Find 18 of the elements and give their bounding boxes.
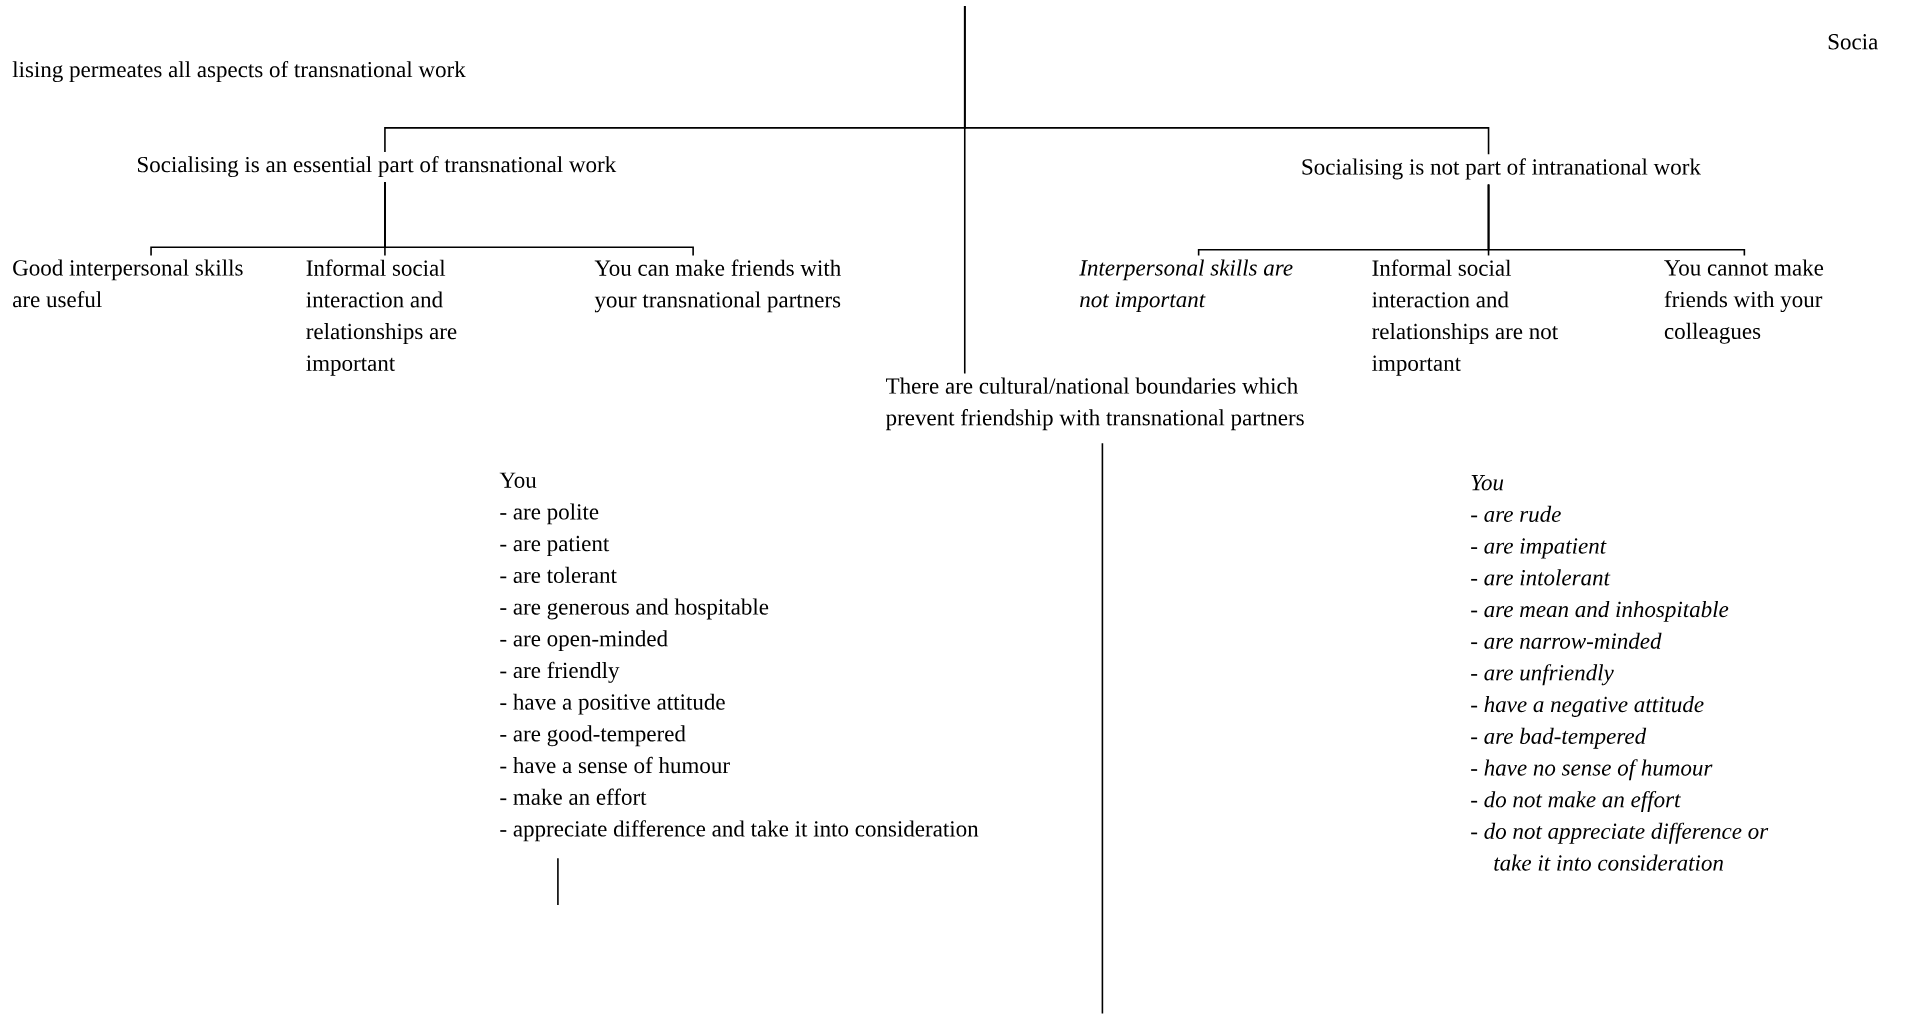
branch-label: Socialising is an essential part of transnational work bbox=[137, 155, 617, 178]
stub-line bbox=[963, 5, 966, 375]
branch-label: Informal social interaction and relationships are important bbox=[306, 259, 457, 376]
branch-label: Informal social interaction and relationships are not important bbox=[1372, 259, 1558, 376]
branch-label: Good interpersonal skills are useful bbox=[13, 259, 243, 308]
connector-line bbox=[384, 181, 694, 257]
stub-line bbox=[1101, 442, 1104, 1015]
connector-line bbox=[1487, 183, 1746, 257]
branch-label: You cannot make friends with your colleagues bbox=[1664, 259, 1824, 344]
branch-label: You can make friends with your transnational partners bbox=[594, 259, 841, 313]
branch-label: lising permeates all aspects of transnational work bbox=[12, 60, 466, 83]
stub-line bbox=[557, 857, 559, 906]
list-text: You - are rude - are impatient - are intolerant - are mean and inhospitable - are narrow-minded - are unfriendly - have a negative attitude - are bad-tempered - have no sense of humour - do not make an effort - do not appreciate difference or take it into consideration bbox=[1471, 475, 1769, 871]
branch-label: Socialising is not part of intranational work bbox=[1302, 158, 1701, 180]
title-fragment: Socia bbox=[1828, 34, 1878, 50]
branch-label: Interpersonal skills are not important bbox=[1079, 259, 1293, 312]
branch-label: There are cultural/national boundaries which prevent friendship with transnational partners bbox=[885, 377, 1304, 431]
list-text: You - are polite - are patient - are tolerant - are generous and hospitable - are open-minded - are friendly - have a positive attitude - are good-tempered - have a sense of humour - make an effort - appreciate difference and take it into consideration bbox=[499, 472, 979, 842]
